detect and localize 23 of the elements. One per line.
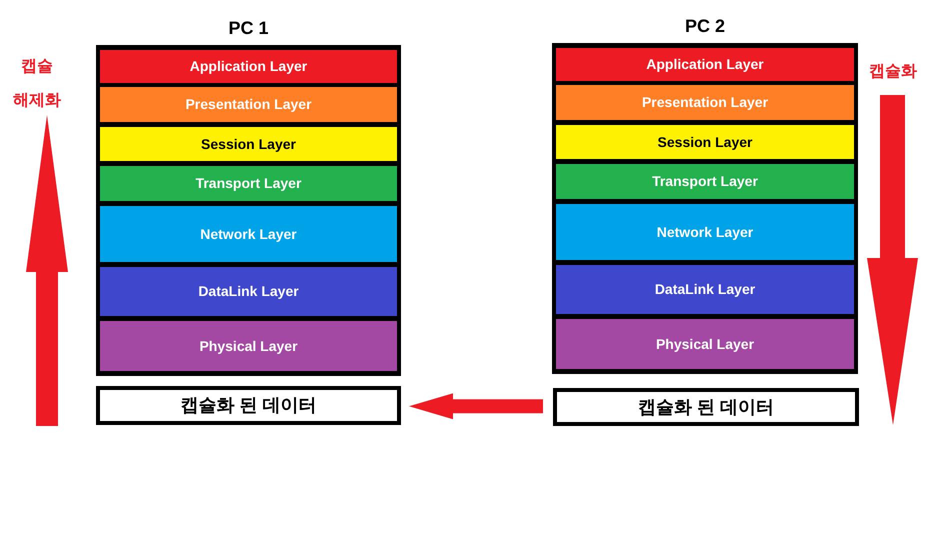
- layer-bar: Physical Layer: [556, 319, 854, 369]
- layer-bar: Transport Layer: [556, 164, 854, 199]
- layer-bar: DataLink Layer: [556, 265, 854, 314]
- layer-bar: Network Layer: [100, 206, 397, 262]
- data-box: 캡슐화 된 데이터: [96, 386, 401, 425]
- layer-bar: DataLink Layer: [100, 267, 397, 316]
- layer-bar: Session Layer: [556, 125, 854, 159]
- layer-bar: Presentation Layer: [100, 87, 397, 122]
- layer-bar: Network Layer: [556, 204, 854, 260]
- layer-bar: Session Layer: [100, 127, 397, 161]
- arrow: [409, 393, 543, 420]
- layer-bar: Presentation Layer: [556, 85, 854, 120]
- layer-bar: Application Layer: [556, 48, 854, 81]
- direction-label: 캡슐화: [868, 62, 918, 82]
- layer-bar: Transport Layer: [100, 166, 397, 201]
- layer-stack: [96, 45, 401, 376]
- stack-heading: PC 1: [227, 17, 270, 40]
- direction-label: 캡슐 해제화: [12, 57, 62, 111]
- layer-stack: [552, 43, 858, 374]
- layer-bar: Physical Layer: [100, 321, 397, 371]
- layer-bar: Application Layer: [100, 50, 397, 83]
- stack-heading: PC 2: [684, 15, 726, 38]
- data-box: 캡슐화 된 데이터: [553, 388, 859, 426]
